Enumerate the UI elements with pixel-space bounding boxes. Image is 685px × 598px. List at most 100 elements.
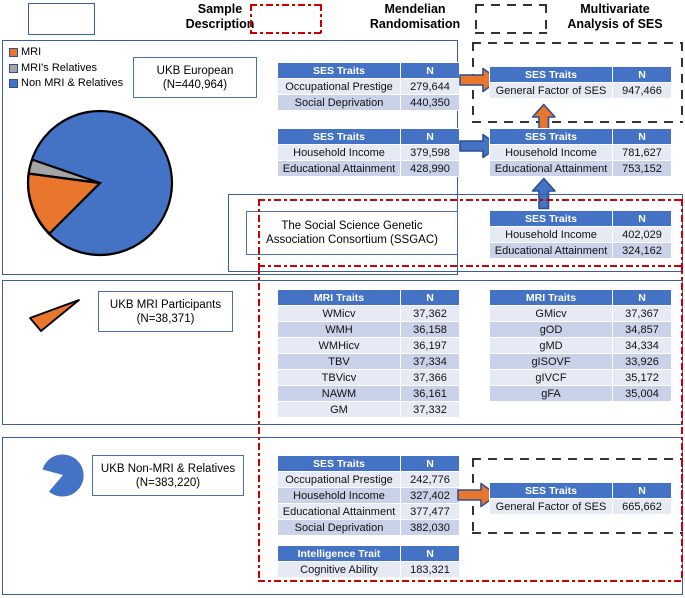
cell-trait: Occupational Prestige bbox=[277, 471, 401, 488]
cell-n: 33,926 bbox=[612, 353, 672, 370]
col-header-n: N bbox=[400, 62, 460, 79]
table: SES Traits N Occupational Prestige 279,6… bbox=[277, 62, 460, 111]
cell-trait: TBV bbox=[277, 353, 401, 370]
table: SES Traits N Household Income 379,598 Ed… bbox=[277, 128, 460, 177]
cell-n: 379,598 bbox=[400, 144, 460, 161]
table-euro-ses-a: SES Traits N Occupational Prestige 279,6… bbox=[277, 62, 460, 111]
cell-n: 37,362 bbox=[400, 305, 460, 322]
cell-n: 377,477 bbox=[400, 503, 460, 520]
cell-n: 37,332 bbox=[400, 401, 460, 418]
label-ukb-european: UKB European (N=440,964) bbox=[133, 57, 257, 98]
cell-n: 665,662 bbox=[612, 498, 672, 515]
table-row: General Factor of SES 947,466 bbox=[489, 82, 672, 99]
cell-n: 327,402 bbox=[400, 487, 460, 504]
cell-trait: NAWM bbox=[277, 385, 401, 402]
heading-sample-description-line1: Sample bbox=[197, 2, 243, 16]
cell-trait: Household Income bbox=[277, 144, 401, 161]
heading-mendelian-randomisation: Mendelian Randomisation bbox=[340, 2, 490, 32]
cell-trait: Household Income bbox=[277, 487, 401, 504]
table-row: Educational Attainment 428,990 bbox=[277, 160, 460, 177]
label-ukb-mri: UKB MRI Participants (N=38,371) bbox=[98, 291, 233, 332]
cell-n: 242,776 bbox=[400, 471, 460, 488]
heading-multivariate-line2: Analysis of SES bbox=[567, 17, 663, 31]
label-ukb-mri-line2: (N=38,371) bbox=[136, 312, 195, 325]
col-header-n: N bbox=[612, 289, 672, 306]
cell-trait: gMD bbox=[489, 337, 613, 354]
cell-n: 35,172 bbox=[612, 369, 672, 386]
pie-chart-svg bbox=[26, 109, 174, 257]
col-header-n: N bbox=[400, 455, 460, 472]
table-row: Educational Attainment 753,152 bbox=[489, 160, 672, 177]
table-header-row: SES Traits N bbox=[489, 482, 672, 499]
col-header-intelligence-trait: Intelligence Trait bbox=[277, 545, 401, 562]
table-row: Household Income 781,627 bbox=[489, 144, 672, 161]
overlay-red-horizontal-bottom bbox=[258, 580, 683, 582]
cell-n: 34,857 bbox=[612, 321, 672, 338]
cell-trait: Educational Attainment bbox=[277, 160, 401, 177]
table-header-row: SES Traits N bbox=[277, 455, 460, 472]
table-row: Occupational Prestige 279,644 bbox=[277, 78, 460, 95]
cell-trait: TBVicv bbox=[277, 369, 401, 386]
cell-trait: gIVCF bbox=[489, 369, 613, 386]
heading-sample-description-line2: Description bbox=[185, 17, 255, 31]
col-header-trait: SES Traits bbox=[489, 66, 613, 83]
legend-label: Non MRI & Relatives bbox=[21, 77, 124, 89]
col-header-trait: SES Traits bbox=[489, 482, 613, 499]
table-header-row: SES Traits N bbox=[277, 62, 460, 79]
pie-wedge-svg bbox=[29, 299, 80, 332]
cell-trait: General Factor of SES bbox=[489, 498, 613, 515]
legend-item-non-mri-relatives: Non MRI & Relatives bbox=[9, 76, 137, 92]
cell-n: 36,161 bbox=[400, 385, 460, 402]
table-header-row: MRI Traits N bbox=[489, 289, 672, 306]
cell-n: 947,466 bbox=[612, 82, 672, 99]
table: SES Traits N Household Income 781,627 Ed… bbox=[489, 128, 672, 177]
label-ukb-nonmri-line1: UKB Non-MRI & Relatives bbox=[100, 462, 236, 475]
table-header-row: SES Traits N bbox=[489, 66, 672, 83]
legend-item-mri-relatives: MRI's Relatives bbox=[9, 61, 137, 77]
col-header-n: N bbox=[400, 545, 460, 562]
cell-n: 35,004 bbox=[612, 385, 672, 402]
cell-trait: Household Income bbox=[489, 144, 613, 161]
legend-key-red-box bbox=[250, 4, 322, 34]
pie-chart-ukb-nonmri bbox=[40, 452, 86, 498]
cell-trait: gFA bbox=[489, 385, 613, 402]
cell-trait: GM bbox=[277, 401, 401, 418]
legend-swatch-icon bbox=[9, 63, 18, 73]
table-header-row: Intelligence Trait N bbox=[277, 545, 460, 562]
cell-n: 781,627 bbox=[612, 144, 672, 161]
heading-mendelian-line1: Mendelian bbox=[384, 2, 446, 16]
col-header-n: N bbox=[400, 289, 460, 306]
table: SES Traits N General Factor of SES 947,4… bbox=[489, 66, 672, 99]
cell-n: 428,990 bbox=[400, 160, 460, 177]
cell-trait: gOD bbox=[489, 321, 613, 338]
heading-sample-description: Sample Description bbox=[150, 2, 290, 32]
overlay-red-vertical-left bbox=[258, 267, 260, 580]
overlay-red-gwas-region bbox=[258, 199, 683, 267]
cell-n: 279,644 bbox=[400, 78, 460, 95]
col-header-trait: SES Traits bbox=[489, 128, 613, 145]
table-euro-ses-b: SES Traits N Household Income 379,598 Ed… bbox=[277, 128, 460, 177]
cell-trait: GMicv bbox=[489, 305, 613, 322]
table-row: Social Deprivation 440,350 bbox=[277, 94, 460, 111]
cell-trait: WMHicv bbox=[277, 337, 401, 354]
cell-trait: Occupational Prestige bbox=[277, 78, 401, 95]
col-header-n: N bbox=[400, 128, 460, 145]
cell-trait: General Factor of SES bbox=[489, 82, 613, 99]
legend-swatch-icon bbox=[9, 48, 18, 58]
heading-multivariate-analysis: Multivariate Analysis of SES bbox=[545, 2, 685, 32]
cell-n: 440,350 bbox=[400, 94, 460, 111]
